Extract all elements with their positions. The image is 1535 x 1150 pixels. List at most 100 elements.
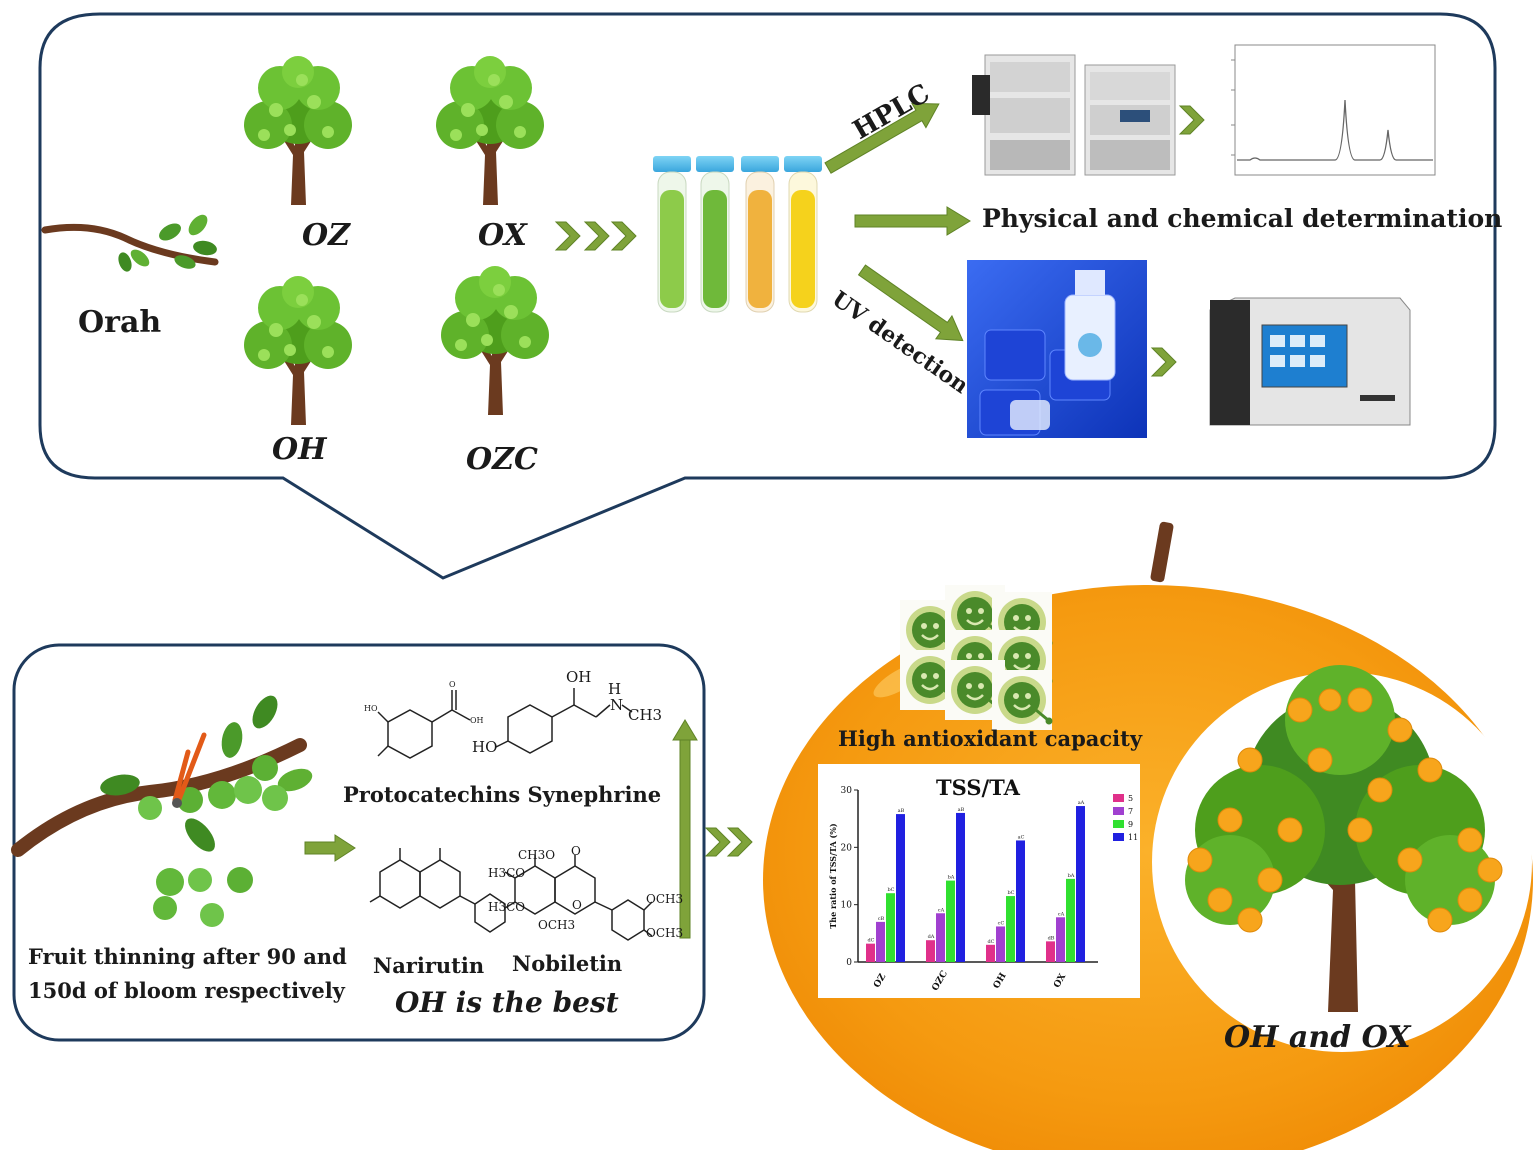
chart-bar-label: dC bbox=[987, 939, 994, 945]
chem-oh: OH bbox=[566, 668, 592, 686]
orah-branch-icon bbox=[41, 214, 219, 272]
chart-bar bbox=[946, 880, 955, 962]
physchem-arrow-icon bbox=[854, 206, 971, 236]
tree-label-ox: OX bbox=[478, 218, 527, 253]
chromatogram-icon bbox=[1231, 44, 1436, 176]
chem-och3-bottom: OCH3 bbox=[538, 918, 576, 932]
chart-bar-label: cC bbox=[998, 920, 1005, 926]
chart-bar-label: cA bbox=[938, 907, 945, 913]
chart-bar-label: dC bbox=[867, 938, 874, 944]
compound-pair-label: Protocatechins Synephrine bbox=[343, 782, 662, 807]
thinning-label-line1: Fruit thinning after 90 and bbox=[28, 944, 347, 969]
chem-o-small: O bbox=[449, 680, 456, 689]
chart-y-tick-label: 30 bbox=[841, 786, 853, 796]
result-chevron-2-icon bbox=[727, 827, 753, 857]
conclusion-label: OH is the best bbox=[395, 986, 619, 1019]
chem-n: N bbox=[610, 696, 624, 714]
chem-h3co-2: H3CO bbox=[488, 900, 526, 914]
chart-title: TSS/TA bbox=[936, 775, 1021, 800]
chart-bar bbox=[896, 814, 905, 962]
narirutin-label: Narirutin bbox=[373, 953, 485, 978]
thinning-arrow-icon bbox=[304, 834, 356, 862]
chart-legend-label: 7 bbox=[1128, 807, 1133, 816]
chart-bar bbox=[1046, 941, 1055, 962]
chart-legend-label: 5 bbox=[1128, 794, 1133, 803]
hplc-arrow-icon bbox=[824, 102, 940, 174]
chart-bar bbox=[1016, 840, 1025, 962]
tree-label-oz: OZ bbox=[302, 218, 351, 253]
result-chevron-1-icon bbox=[705, 827, 731, 857]
uv-sample-photo-icon bbox=[967, 260, 1147, 438]
narirutin-structure-icon bbox=[369, 848, 506, 933]
chart-bar bbox=[1076, 806, 1085, 962]
chart-legend-label: 9 bbox=[1128, 820, 1133, 829]
chem-ho-small: HO bbox=[364, 704, 378, 713]
chart-bar-label: dA bbox=[928, 934, 935, 940]
physchem-label: Physical and chemical determination bbox=[982, 204, 1503, 233]
chart-legend-swatch bbox=[1113, 794, 1124, 802]
thinning-label-line2: 150d of bloom respectively bbox=[28, 978, 345, 1003]
chart-y-tick-label: 20 bbox=[841, 843, 853, 853]
chem-h: H bbox=[608, 680, 622, 698]
chart-bar bbox=[886, 893, 895, 962]
chem-och3-1: OCH3 bbox=[646, 892, 684, 906]
chart-y-tick-label: 0 bbox=[846, 958, 852, 968]
chart-bar-label: aB bbox=[898, 808, 905, 814]
chart-bar-label: bC bbox=[1007, 890, 1014, 896]
chart-bar-label: bC bbox=[887, 887, 894, 893]
chart-bar bbox=[926, 940, 935, 962]
chart-bar bbox=[1066, 878, 1075, 962]
tree-label-ozc: OZC bbox=[466, 442, 538, 477]
chem-h3co-1: H3CO bbox=[488, 866, 526, 880]
chart-bar-label: cA bbox=[1058, 911, 1065, 917]
nobiletin-structure-icon bbox=[504, 855, 653, 941]
chem-och3-2: OCH3 bbox=[646, 926, 684, 940]
chem-ho: HO bbox=[472, 738, 498, 756]
sample-tubes-icon bbox=[653, 156, 822, 313]
tree-label-oh: OH bbox=[272, 432, 327, 467]
chart-bar bbox=[866, 943, 875, 962]
chart-bar-label: bA bbox=[948, 875, 955, 881]
result-label: OH and OX bbox=[1224, 1020, 1411, 1055]
chart-legend-swatch bbox=[1113, 833, 1124, 841]
chart-bar bbox=[1006, 896, 1015, 962]
orange-stem-icon bbox=[1150, 521, 1174, 583]
microplate-reader-icon bbox=[1209, 297, 1411, 426]
chart-y-axis-label: The ratio of TSS/TA (%) bbox=[828, 823, 838, 929]
bottom-panel-frame bbox=[12, 643, 706, 1042]
chart-bar-label: bA bbox=[1068, 873, 1075, 879]
chem-ch3o: CH3O bbox=[518, 848, 556, 862]
chart-bar bbox=[986, 944, 995, 962]
up-arrow-icon bbox=[672, 719, 698, 939]
chem-ch3: CH3 bbox=[628, 706, 663, 724]
chart-bar bbox=[936, 913, 945, 962]
orange-tree-icon bbox=[1185, 665, 1503, 1012]
hplc-instrument-icon bbox=[972, 54, 1176, 176]
chem-oh-small: OH bbox=[470, 716, 484, 725]
chem-o-ring: O bbox=[572, 898, 582, 912]
fruit-branch-icon bbox=[11, 695, 313, 927]
antioxidant-label: High antioxidant capacity bbox=[838, 726, 1143, 751]
chart-bar bbox=[996, 926, 1005, 962]
chart-bar-label: cB bbox=[878, 916, 885, 922]
uv-arrow-icon bbox=[857, 264, 964, 342]
chart-bar bbox=[1056, 917, 1065, 962]
chart-bar bbox=[956, 812, 965, 962]
antioxidant-icons bbox=[898, 583, 1054, 732]
chart-bar bbox=[876, 921, 885, 962]
chart-y-tick-label: 10 bbox=[841, 901, 853, 911]
nobiletin-label: Nobiletin bbox=[512, 951, 623, 976]
chart-legend-label: 11 bbox=[1128, 833, 1138, 842]
chart-bar-label: dB bbox=[1048, 935, 1055, 941]
synephrine-structure-icon bbox=[495, 688, 633, 754]
chart-bar-label: aA bbox=[1078, 800, 1085, 806]
chart-legend-swatch bbox=[1113, 807, 1124, 815]
chart-bar-label: aC bbox=[1018, 834, 1025, 840]
chem-o-ketone: O bbox=[571, 844, 581, 858]
protocatechins-structure-icon bbox=[377, 690, 471, 759]
chart-bar-label: aB bbox=[958, 807, 965, 813]
chart-legend-swatch bbox=[1113, 820, 1124, 828]
orah-label: Orah bbox=[78, 305, 162, 340]
